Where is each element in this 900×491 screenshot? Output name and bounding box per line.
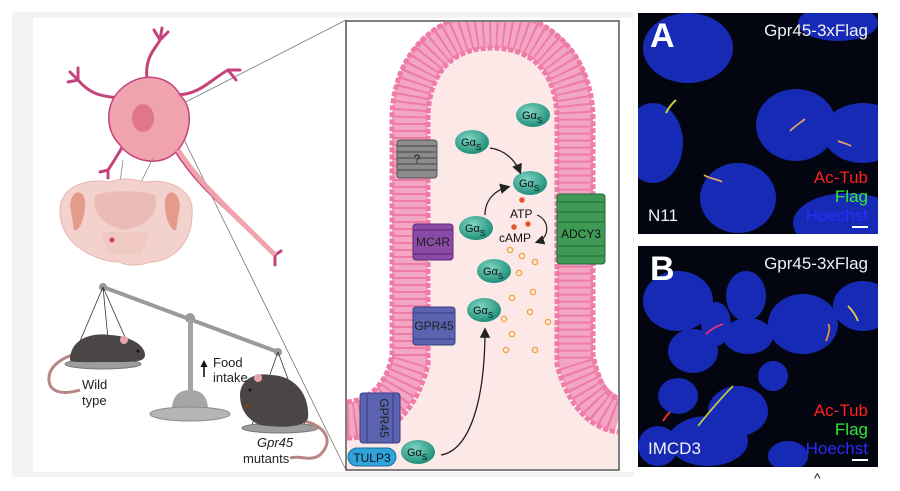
scale-bar-b: [852, 459, 868, 461]
tulp3-protein: TULP3: [347, 447, 397, 467]
legend-flag-a: Flag: [834, 187, 868, 206]
micrograph-a-cell-line: N11: [648, 206, 678, 225]
food-intake-label-line1: Food: [213, 355, 243, 370]
svg-text:GαS: GαS: [483, 266, 503, 281]
micrograph-b-title: Gpr45-3xFlag: [764, 254, 868, 273]
micrograph-image-b: [638, 246, 878, 467]
adcy3-enzyme: ADCY3: [556, 193, 606, 265]
micrograph-panel-a: A Gpr45-3xFlag N11 Ac-Tub Flag Hoechst: [638, 13, 878, 234]
cilium-inset: ? MC4R GPR45 GPR45 TULP3 ADCY3: [345, 20, 620, 471]
g-alpha-s-protein: GαS: [401, 440, 435, 464]
mc4r-label: MC4R: [416, 235, 450, 249]
activation-arrow: [484, 183, 511, 216]
food-intake-label-line2: intake: [213, 370, 248, 385]
svg-text:GαS: GαS: [407, 447, 427, 462]
g-alpha-s-protein: GαS: [459, 216, 493, 240]
g-alpha-s-protein: GαS: [513, 171, 547, 195]
legend-hoechst-a: Hoechst: [805, 206, 868, 225]
gpr45-upper-label: GPR45: [414, 319, 454, 333]
gpr45-lower-label: GPR45: [377, 398, 391, 438]
camp-label: cAMP: [499, 231, 531, 245]
svg-text:GαS: GαS: [473, 305, 493, 320]
translocation-arrow: [489, 147, 522, 175]
legend-ac-tub-a: Ac-Tub: [813, 168, 868, 187]
atp-to-camp-arrow: [534, 214, 548, 245]
svg-text:GαS: GαS: [465, 223, 485, 238]
scale-bar-a: [852, 226, 868, 228]
panel-letter-a: A: [650, 17, 675, 55]
legend-ac-tub-b: Ac-Tub: [813, 401, 868, 420]
svg-text:GαS: GαS: [519, 178, 539, 193]
svg-text:GαS: GαS: [461, 137, 481, 152]
unknown-receptor-label: ?: [414, 152, 421, 166]
mc4r-receptor: MC4R: [412, 223, 454, 261]
g-alpha-s-protein: GαS: [477, 259, 511, 283]
wild-type-mouse-illustration: [47, 334, 145, 394]
atp-label: ATP: [510, 207, 532, 221]
adcy3-label: ADCY3: [561, 227, 601, 241]
legend-flag-b: Flag: [834, 420, 868, 439]
wild-type-label-line2: type: [82, 393, 107, 408]
panel-letter-b: B: [650, 250, 675, 288]
tulp3-label: TULP3: [353, 451, 391, 465]
legend-hoechst-b: Hoechst: [805, 439, 868, 458]
up-arrow-icon: [200, 360, 208, 377]
unknown-receptor: ?: [396, 139, 438, 179]
micrograph-b-cell-line: IMCD3: [648, 439, 701, 458]
svg-text:GαS: GαS: [522, 110, 542, 125]
gpr45-receptor-upper: GPR45: [412, 306, 456, 346]
neuron-illustration: [66, 26, 283, 267]
gpr45-mutant-label-line2: mutants: [243, 451, 290, 466]
wild-type-label-line1: Wild: [82, 377, 107, 392]
g-alpha-s-protein: GαS: [455, 130, 489, 154]
micrograph-a-title: Gpr45-3xFlag: [764, 21, 868, 40]
membrane-bilayer: [347, 22, 618, 438]
g-alpha-s-protein: GαS: [467, 298, 501, 322]
camp-molecules: [500, 246, 552, 354]
gpr45-mutant-mouse-illustration: [240, 374, 329, 460]
g-alpha-s-protein: GαS: [516, 103, 550, 127]
zoom-line-bottom: [171, 114, 347, 471]
brain-section-illustration: [59, 178, 193, 266]
micrograph-image-a: [638, 13, 878, 234]
micrograph-panel-b: B Gpr45-3xFlag IMCD3 Ac-Tub Flag Hoechst: [638, 246, 878, 467]
zoom-line-top: [169, 19, 347, 111]
gpr45-mutant-label-line1: Gpr45: [257, 435, 294, 450]
gpr45-receptor-lower: GPR45: [359, 392, 401, 444]
trafficking-arrow: [440, 327, 491, 456]
caret-icon: ^: [814, 470, 821, 486]
